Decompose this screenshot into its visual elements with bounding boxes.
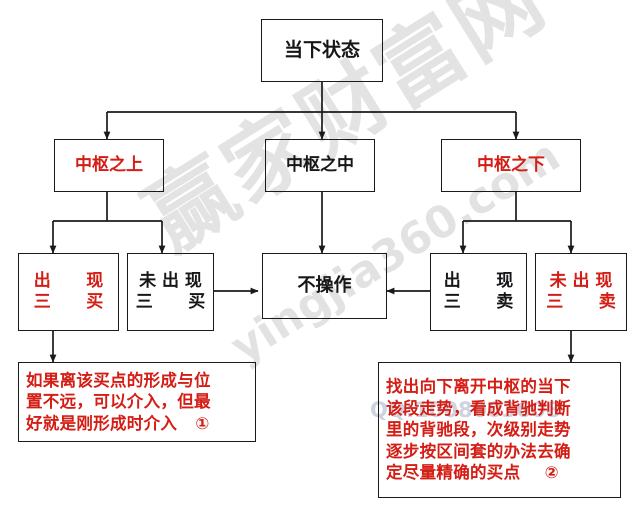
node-current-state-label: 当下状态: [283, 38, 360, 61]
node-no-action-label: 不操作: [297, 274, 352, 296]
note-right-line-4: 逐步按区间套的办法去确: [386, 441, 571, 461]
note-right-divergence[interactable]: 找出向下离开中枢的当下 该段走势，看成背驰判断 里的背驰段，次级别走势 逐步按区…: [378, 362, 621, 498]
note-left-line-2: 置不远，可以介入，但最: [26, 392, 211, 412]
note-right-line-1: 找出向下离开中枢的当下: [386, 377, 571, 397]
note-right-line-5: 定尽量精确的买点 ②: [386, 463, 559, 483]
node-inside-center[interactable]: 中枢之中: [265, 139, 375, 192]
node-third-sell-appeared-line2: 三 卖: [443, 292, 514, 312]
node-third-sell-absent-line2: 三 卖: [546, 292, 616, 312]
node-third-sell-appeared[interactable]: 出 现 三 卖: [430, 253, 527, 331]
node-no-action[interactable]: 不操作: [262, 253, 387, 319]
node-third-buy-appeared-line2: 三 买: [33, 292, 104, 312]
node-third-buy-absent[interactable]: 未 出 现 三 买: [127, 253, 214, 331]
node-third-sell-appeared-line1: 出 现: [443, 270, 514, 291]
node-third-buy-appeared-line1: 出 现: [33, 270, 104, 291]
node-third-buy-absent-line2: 三 买: [135, 292, 206, 312]
node-below-center-label: 中枢之下: [477, 154, 545, 175]
note-left-line-1: 如果离该买点的形成与位: [26, 370, 211, 390]
note-left-buy-entry[interactable]: 如果离该买点的形成与位 置不远，可以介入，但最 好就是刚形成时介入 ①: [18, 362, 256, 442]
note-left-line-3: 好就是刚形成时介入 ①: [26, 413, 210, 433]
note-right-line-3: 里的背驰段，次级别走势: [386, 420, 571, 440]
node-third-sell-absent-line1: 未 出 现: [549, 270, 613, 291]
node-above-center[interactable]: 中枢之上: [54, 139, 164, 192]
node-below-center[interactable]: 中枢之下: [441, 139, 581, 192]
node-third-sell-absent[interactable]: 未 出 现 三 卖: [535, 253, 627, 331]
node-third-buy-absent-line1: 未 出 现: [139, 270, 202, 291]
node-current-state[interactable]: 当下状态: [261, 19, 383, 82]
node-third-buy-appeared[interactable]: 出 现 三 买: [18, 253, 119, 331]
node-above-center-label: 中枢之上: [75, 154, 143, 175]
note-right-line-2: 该段走势，看成背驰判断: [386, 398, 571, 418]
node-inside-center-label: 中枢之中: [286, 154, 354, 175]
